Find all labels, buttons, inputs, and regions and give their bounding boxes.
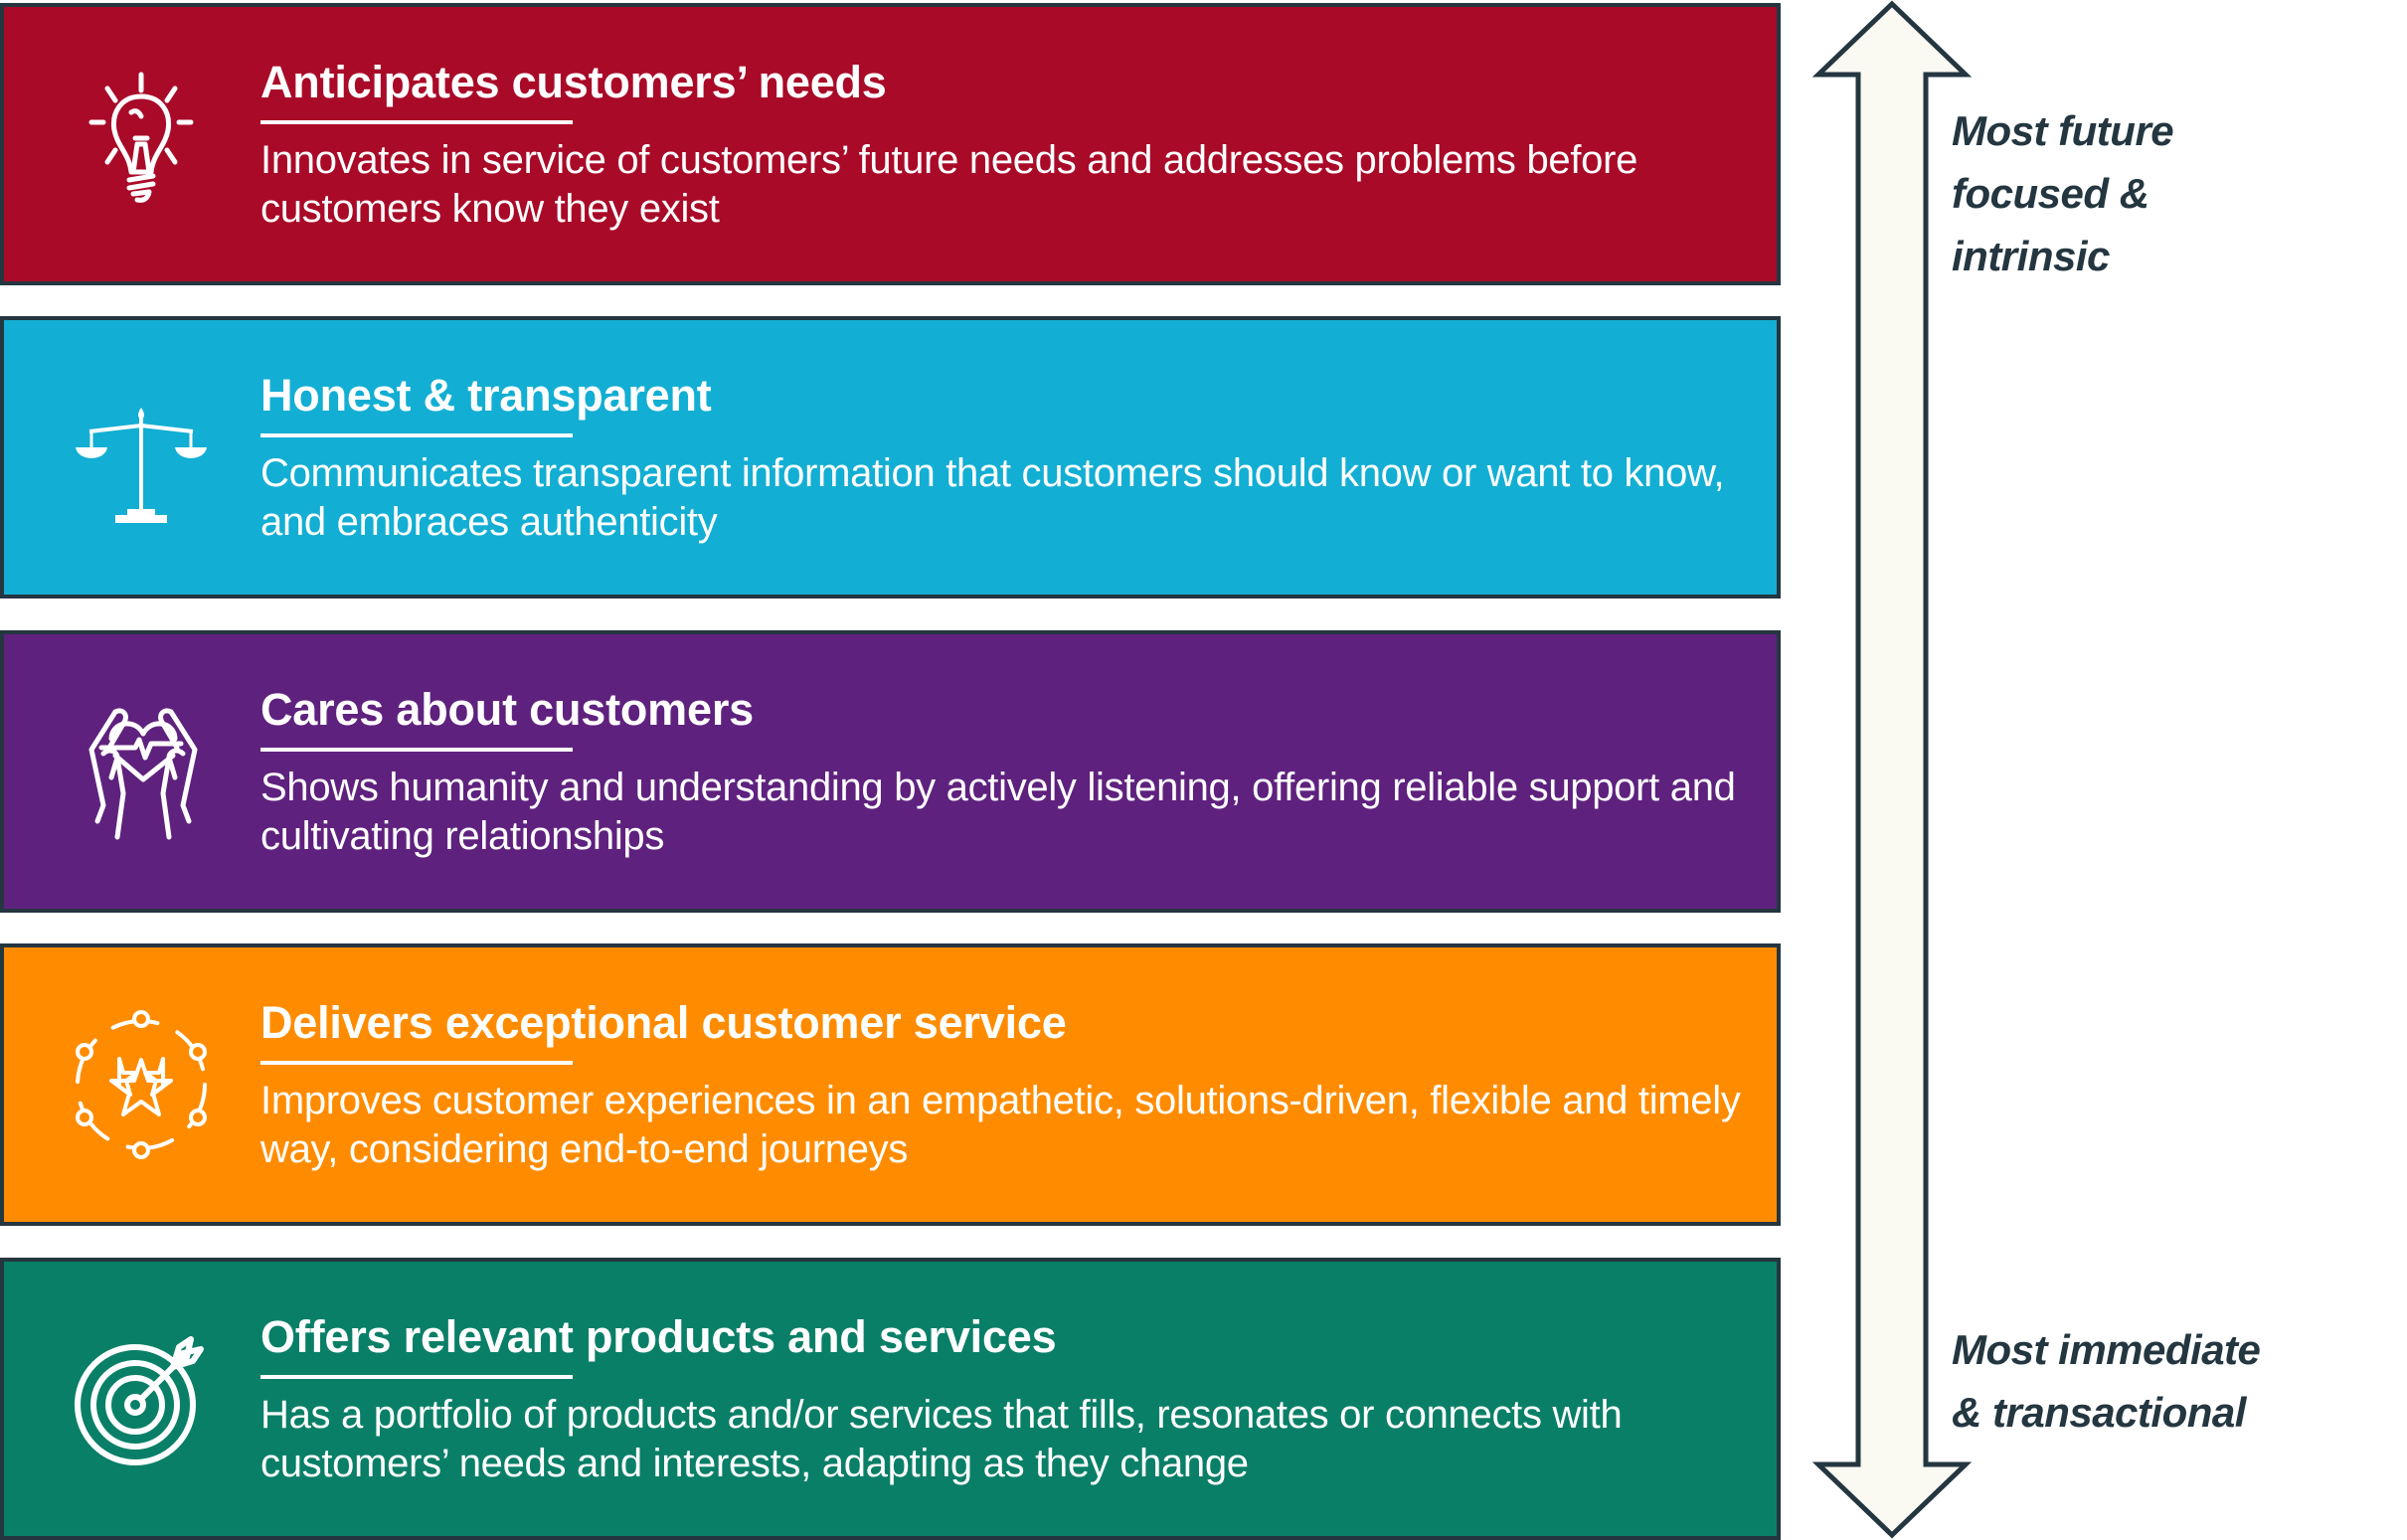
tier-description: Improves customer experiences in an empa…: [260, 1079, 1741, 1171]
lightbulb-icon: [52, 55, 231, 234]
scale-label-immediate-transactional: Most immediate & transactional: [1952, 1326, 2261, 1436]
tier-description: Has a portfolio of products and/or servi…: [260, 1393, 1623, 1485]
target-arrow-icon: [52, 1309, 231, 1488]
double-headed-arrow-icon: [1809, 0, 1978, 1540]
tier-description: Shows humanity and understanding by acti…: [260, 766, 1736, 858]
hands-heart-icon: [52, 682, 231, 861]
title-underline: [260, 433, 573, 437]
tier-title: Honest & transparent: [260, 370, 712, 421]
tier-anticipates-needs: Anticipates customers’ needs Innovates i…: [0, 3, 1781, 285]
title-underline: [260, 748, 573, 752]
tier-title: Cares about customers: [260, 684, 754, 735]
tier-relevant-products: Offers relevant products and services Ha…: [0, 1258, 1781, 1540]
title-underline: [260, 1061, 573, 1065]
tier-title: Anticipates customers’ needs: [260, 57, 887, 107]
tier-title: Offers relevant products and services: [260, 1311, 1057, 1362]
tier-cares-about-customers: Cares about customers Shows humanity and…: [0, 630, 1781, 913]
tier-title: Delivers exceptional customer service: [260, 997, 1067, 1048]
scales-icon: [52, 368, 231, 547]
title-underline: [260, 120, 573, 124]
stars-network-icon: [52, 995, 231, 1174]
tier-exceptional-service: Delivers exceptional customer service Im…: [0, 943, 1781, 1226]
tier-honest-transparent: Honest & transparent Communicates transp…: [0, 316, 1781, 599]
tier-description: Innovates in service of customers’ futur…: [260, 138, 1638, 231]
title-underline: [260, 1375, 573, 1379]
scale-label-future-intrinsic: Most future focused & intrinsic: [1952, 107, 2174, 279]
tier-description: Communicates transparent information tha…: [260, 451, 1725, 544]
